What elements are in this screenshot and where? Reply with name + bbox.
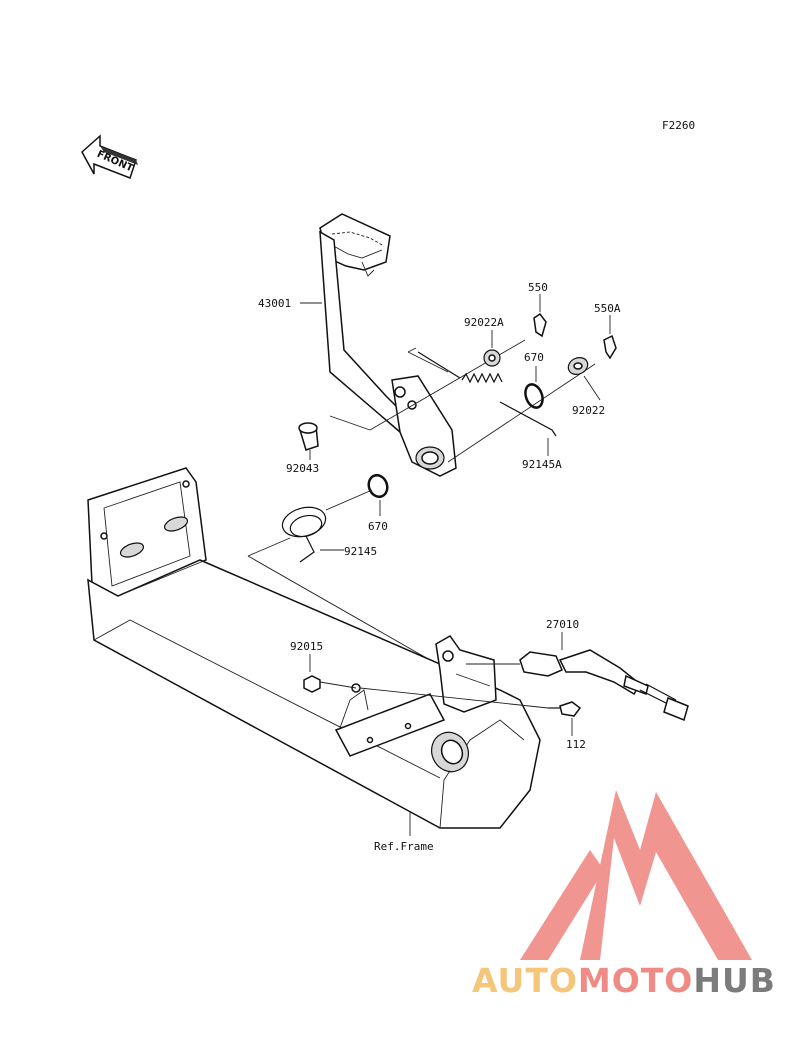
cotter-pin-550a: [603, 334, 617, 360]
watermark-text: AUTOMOTOHUB: [472, 961, 776, 1000]
label-ref-frame: Ref.Frame: [374, 840, 434, 853]
watermark-auto: AUTO: [472, 961, 578, 1000]
automotohub-logo-icon: [520, 790, 752, 960]
oring-670-lower: [367, 473, 389, 499]
label-112: 112: [566, 738, 586, 751]
label-92145: 92145: [344, 545, 377, 558]
label-92022: 92022: [572, 404, 605, 417]
watermark-hub: HUB: [693, 961, 776, 1000]
label-550a: 550A: [594, 302, 621, 315]
label-670-upper: 670: [524, 351, 544, 364]
label-92022a: 92022A: [464, 316, 504, 329]
oring-670-upper: [524, 383, 544, 409]
watermark-moto: MOTO: [578, 961, 693, 1000]
label-92043: 92043: [286, 462, 319, 475]
switch-bracket: [435, 635, 497, 713]
spring-92145a: [417, 351, 557, 437]
cotter-pin-550: [533, 312, 547, 338]
figure-code: F2260: [662, 119, 695, 132]
label-92015: 92015: [290, 640, 323, 653]
brake-pedal: [319, 213, 457, 477]
label-670-lower: 670: [368, 520, 388, 533]
spring-92145: [281, 506, 327, 563]
brake-switch-27010: [519, 649, 689, 722]
label-92145a: 92145A: [522, 458, 562, 471]
nut-92015: [303, 675, 321, 693]
frame: [87, 467, 541, 829]
label-43001: 43001: [258, 297, 291, 310]
pivot-bolt: [298, 422, 319, 451]
bolt-112: [548, 701, 582, 717]
label-550: 550: [528, 281, 548, 294]
label-27010: 27010: [546, 618, 579, 631]
front-arrow-icon: FRONT: [81, 134, 138, 179]
